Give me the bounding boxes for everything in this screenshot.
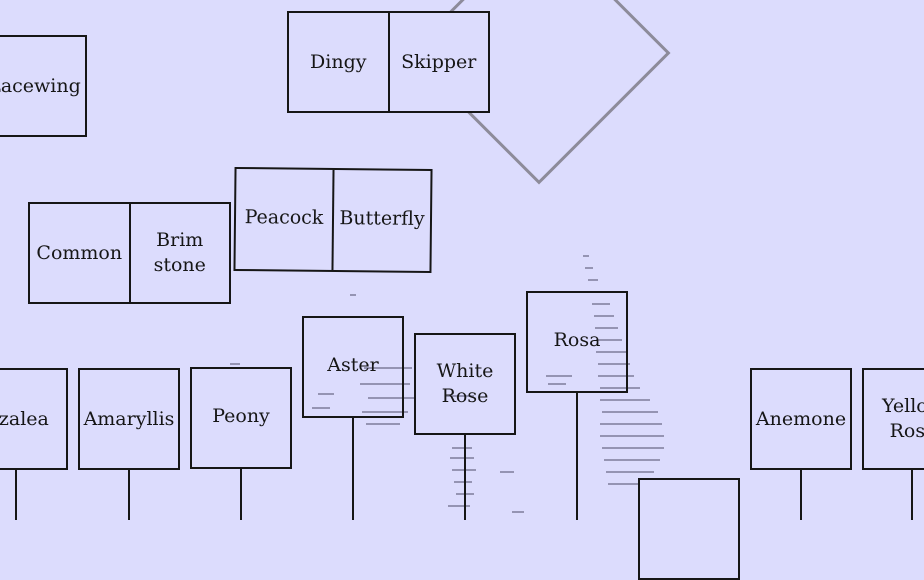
card-rosa: Rosa xyxy=(526,291,628,393)
card-yellow-rose: Yellow Rose xyxy=(862,368,924,470)
card-label-line-2: stone xyxy=(153,254,206,276)
stem-rosa xyxy=(576,392,578,520)
card-azalea: Azalea xyxy=(0,368,68,470)
card-dingy: Dingy xyxy=(289,13,388,111)
card-label-line-1: Brim xyxy=(156,229,204,251)
card-pair-peacock-butterfly: Peacock Butterfly xyxy=(233,166,433,274)
card-label: Lacewing xyxy=(0,74,81,97)
card-skipper: Skipper xyxy=(387,13,489,111)
card-partial-bottom xyxy=(638,478,740,580)
card-label-line-1: Yellow xyxy=(882,395,924,417)
stem-peony xyxy=(240,468,242,520)
card-label-line-2: Rose xyxy=(441,385,489,407)
card-label: Azalea xyxy=(0,407,49,430)
card-white-rose: White Rose xyxy=(414,333,516,435)
card-common: Common xyxy=(30,204,129,302)
card-peony: Peony xyxy=(190,367,292,469)
card-brimstone: Brim stone xyxy=(128,204,230,302)
stem-azalea xyxy=(15,468,17,520)
card-butterfly: Butterfly xyxy=(331,169,431,272)
card-pair-common-brimstone: Common Brim stone xyxy=(28,202,231,304)
stem-anemone xyxy=(800,468,802,520)
stem-amaryllis xyxy=(128,468,130,520)
card-label: Rosa xyxy=(553,328,601,351)
card-label-line-1: White xyxy=(436,360,494,382)
stem-aster xyxy=(352,417,354,520)
card-label: Dingy xyxy=(310,50,367,73)
card-label: Aster xyxy=(327,353,379,376)
card-label-line-2: Rose xyxy=(889,420,924,442)
card-aster: Aster xyxy=(302,316,404,418)
card-pair-dingy-skipper: Dingy Skipper xyxy=(287,11,490,113)
card-label: Butterfly xyxy=(339,206,425,230)
card-label: Anemone xyxy=(755,407,847,430)
card-label: Peony xyxy=(212,404,270,427)
card-amaryllis: Amaryllis xyxy=(78,368,180,470)
card-anemone: Anemone xyxy=(750,368,852,470)
card-lacewing: Lacewing xyxy=(0,35,87,137)
card-label: Amaryllis xyxy=(83,407,175,430)
card-peacock: Peacock xyxy=(235,169,332,270)
stem-yellow-rose xyxy=(911,468,913,520)
card-label: Peacock xyxy=(244,205,324,229)
stem-white-rose xyxy=(464,434,466,520)
card-label: Skipper xyxy=(401,50,477,73)
card-label: Common xyxy=(36,241,123,264)
